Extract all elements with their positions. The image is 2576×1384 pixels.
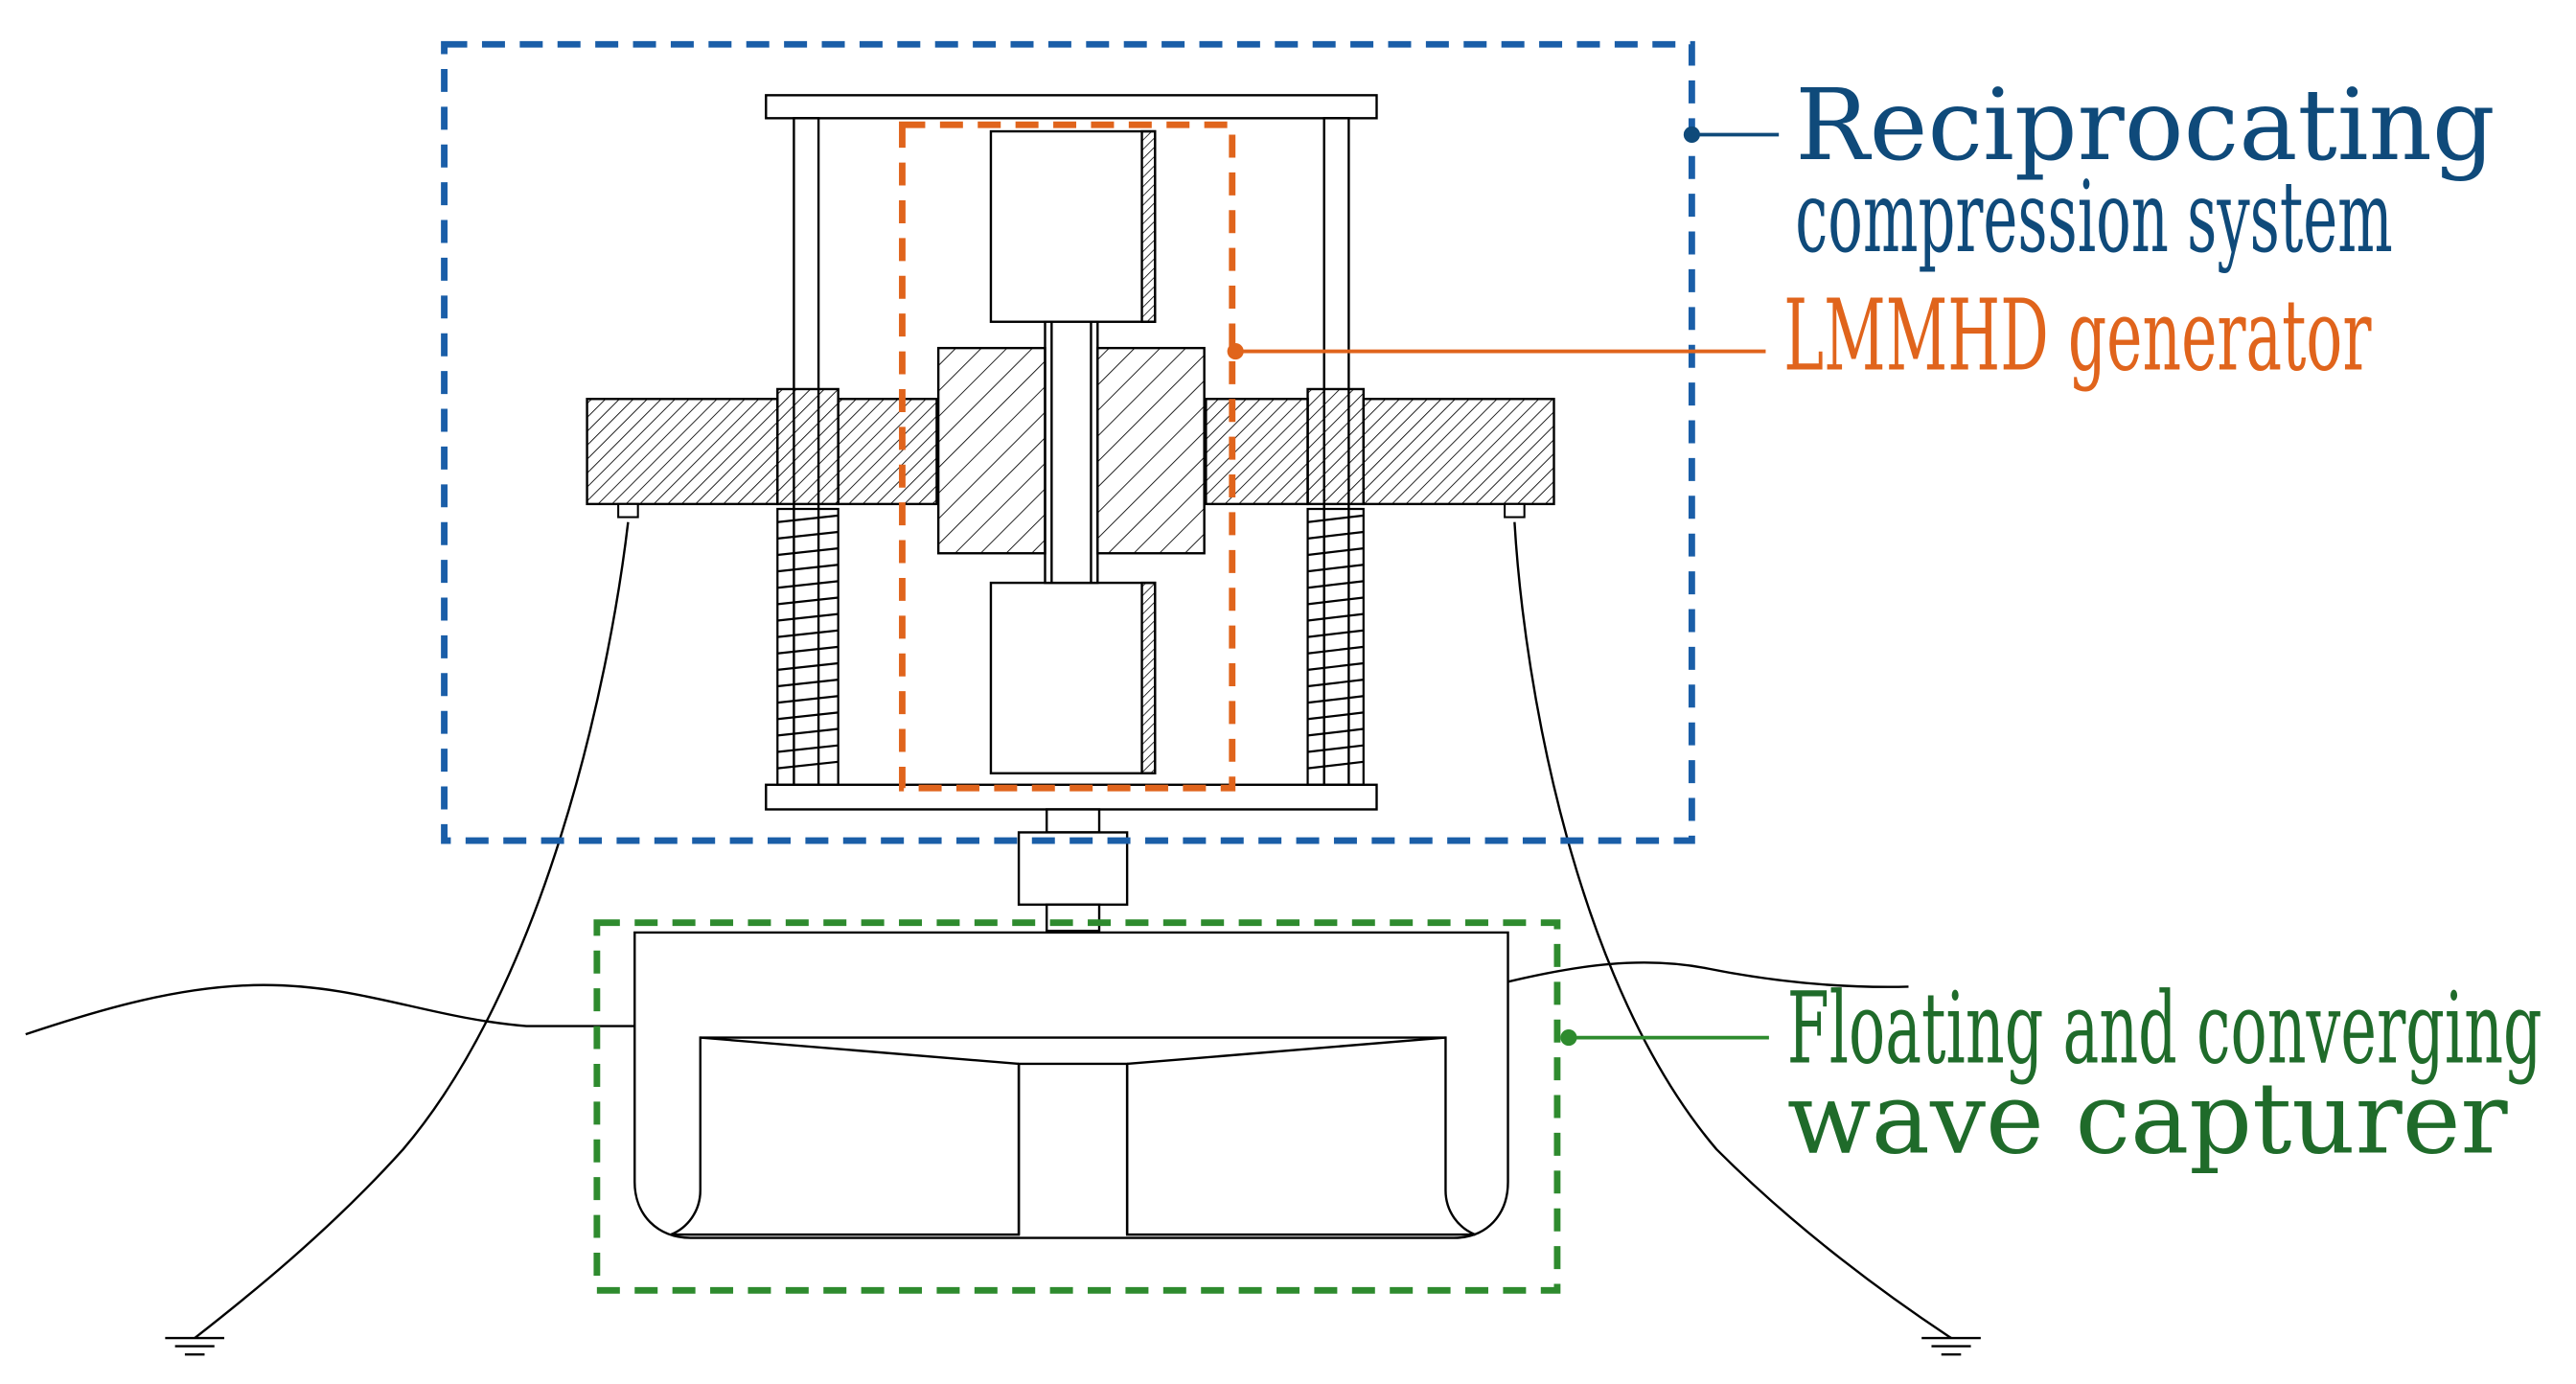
generator-label: LMMHD generator (1783, 279, 2372, 393)
wave-surface (25, 961, 1909, 1036)
reciprocating-label-line2: compression system (1795, 161, 2393, 275)
capturer-region (593, 919, 1561, 1294)
reciprocating-label-line1: Reciprocating (1795, 69, 2495, 183)
hatched-beam (586, 387, 1555, 506)
reciprocating-region (441, 40, 1695, 844)
capturer-label-line2: wave capturer (1787, 1062, 2509, 1176)
generator-region (899, 121, 1236, 792)
capturer-leader (1560, 1029, 1769, 1047)
capturer-label-line1: Floating and converging (1787, 972, 2542, 1086)
springs (776, 507, 1365, 786)
beam-feet (617, 502, 1526, 519)
generator-leader (1227, 343, 1766, 360)
top-plate (765, 94, 1378, 120)
ground-symbol-right (1921, 1336, 1981, 1356)
generator-body (936, 129, 1206, 774)
right-mooring-cable (1513, 521, 1952, 1340)
reciprocating-leader (1683, 126, 1780, 144)
connecting-rod (1017, 808, 1129, 933)
left-mooring-cable (194, 521, 630, 1339)
wave-capturer (633, 931, 1509, 1239)
ground-symbol-left (165, 1336, 225, 1356)
mooring-cables (194, 521, 1952, 1340)
